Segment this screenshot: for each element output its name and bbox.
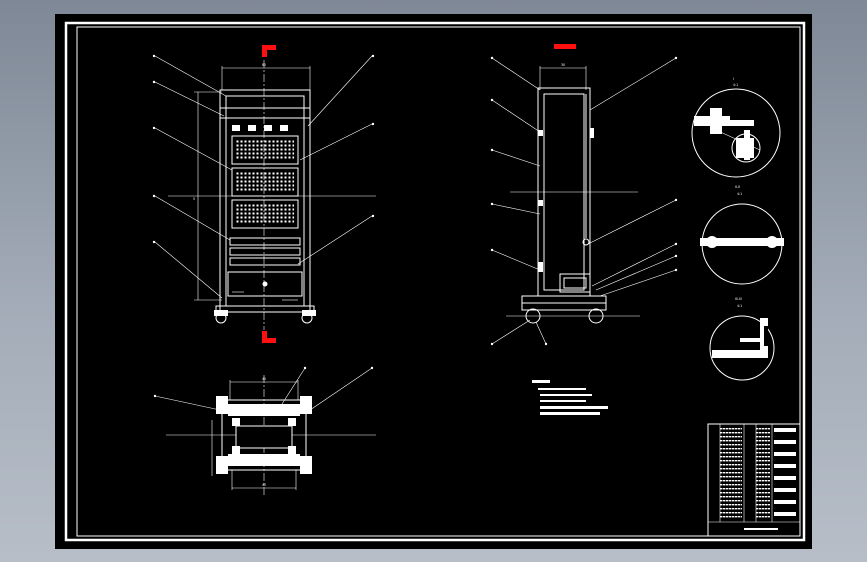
front-view: 80 5: [152, 45, 376, 343]
detail-3-scale: 4:1: [737, 304, 742, 308]
side-view: 30: [490, 44, 678, 346]
detail-1-scale: 4:1: [733, 83, 738, 87]
sheet-inner-border: [76, 26, 801, 537]
detail-3-label: III-III: [735, 297, 742, 301]
detail-1-label: I: [733, 77, 734, 81]
section-marker-top: [262, 45, 276, 57]
detail-view-3: III-III 4:1: [709, 297, 775, 381]
detail-view-1: I 4:1: [691, 77, 781, 178]
detail-2-label: II-II: [735, 185, 740, 189]
plan-view: 40 40: [153, 366, 376, 496]
detail-2-scale: 4:1: [737, 192, 742, 196]
side-dim-width: 30: [561, 63, 565, 67]
title-block: [707, 423, 801, 537]
sheet-outer-border: [64, 21, 806, 542]
detail-view-2: II-II 4:1: [700, 185, 784, 285]
drawing-sheet: [55, 14, 812, 549]
front-dim-side: 5: [193, 197, 195, 201]
technical-notes: [532, 380, 608, 415]
section-marker-bottom: [262, 331, 276, 343]
section-marker-side: [554, 44, 576, 49]
